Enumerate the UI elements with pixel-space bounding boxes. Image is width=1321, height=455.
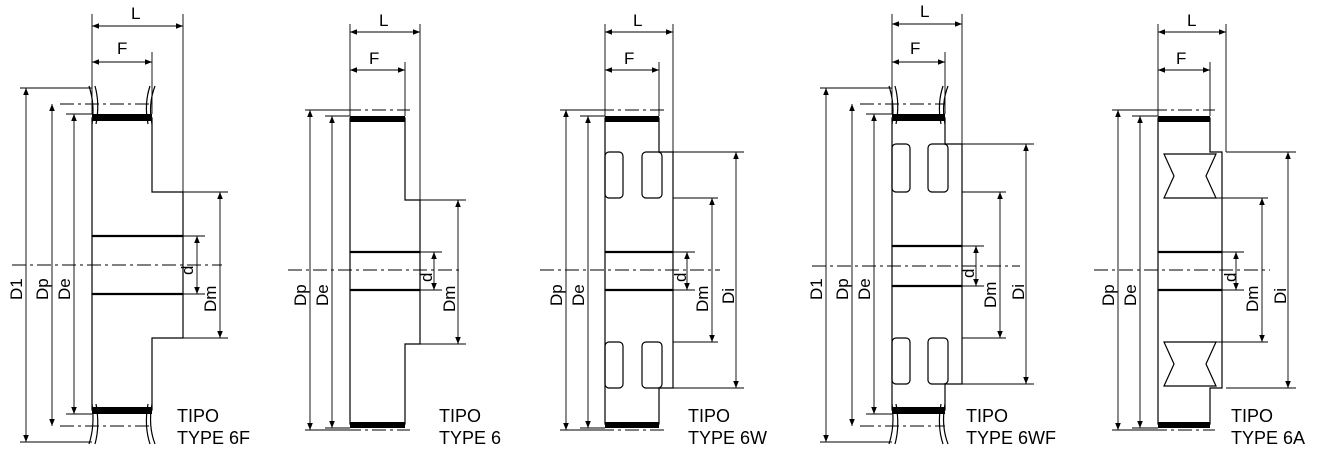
label-di-6a: Di [1271, 288, 1290, 304]
tipo-label-6a: TIPO [1231, 406, 1273, 426]
label-f-6a: F [1176, 49, 1186, 68]
label-de-6w: De [569, 284, 588, 306]
flange-bottom-left-6wf [888, 403, 894, 445]
pulley-section-6wf [891, 117, 963, 411]
label-d-6: d [417, 273, 436, 282]
web-recess-bottom-right-6wf [927, 337, 949, 385]
teeth-bottom-6w [605, 422, 659, 428]
label-de-6: De [313, 284, 332, 306]
label-dm-6: Dm [440, 286, 459, 312]
label-dm-6a: Dm [1243, 286, 1262, 312]
teeth-top-6f [92, 114, 152, 121]
type-label-6f: TYPE 6F [177, 428, 250, 448]
pulley-type-6w: L F Dp De d Dm Di TIPO TYPE 6W [540, 11, 767, 448]
type-label-6a: TYPE 6A [1231, 428, 1305, 448]
label-l-6: L [379, 11, 388, 30]
label-dp-6w: Dp [547, 284, 566, 306]
tipo-label-6w: TIPO [688, 406, 730, 426]
label-l-6wf: L [920, 2, 929, 21]
teeth-bottom-6f [92, 407, 152, 414]
web-recess-top-left-6wf [891, 143, 911, 193]
web-recess-top-right-6wf [927, 143, 949, 193]
pulley-bore-6wf [891, 245, 963, 287]
label-l-6f: L [131, 4, 140, 23]
web-recess-top-left-6w [604, 151, 624, 199]
flange-bottom-left-6f [88, 403, 94, 445]
label-f-6: F [369, 49, 379, 68]
label-dp-6f: Dp [33, 278, 52, 300]
flange-bottom-right-6wf [942, 403, 949, 445]
label-dm-6wf: Dm [981, 282, 1000, 308]
label-dp-6a: Dp [1099, 284, 1118, 306]
pulley-type-6wf: L F D1 Dp De d Dm Di TIPO TYPE 6WF [807, 2, 1056, 448]
flange-bottom-right-6f [149, 403, 156, 445]
label-d1-6wf: D1 [807, 278, 826, 300]
pulley-type-6a: L F Dp De d Dm Di TIPO TYPE 6A [1094, 11, 1305, 448]
label-de-6a: De [1121, 284, 1140, 306]
web-recess-bottom-right-6w [641, 341, 663, 389]
label-d1-6f: D1 [7, 278, 26, 300]
teeth-top-6w [605, 116, 659, 122]
label-dm-6w: Dm [693, 286, 712, 312]
web-recess-top-right-6w [641, 151, 663, 199]
label-di-6wf: Di [1009, 284, 1028, 300]
type-label-6wf: TYPE 6WF [966, 428, 1056, 448]
pulley-section-6w [604, 117, 674, 425]
label-l-6w: L [633, 11, 642, 30]
teeth-bottom-6a [1158, 422, 1210, 428]
teeth-bottom-6wf [892, 407, 945, 414]
pulley-section-6 [349, 117, 421, 425]
pulley-bore-6w [604, 251, 674, 291]
pulley-section-6f [91, 117, 184, 411]
label-dm-6f: Dm [201, 286, 220, 312]
tipo-label-6: TIPO [439, 406, 481, 426]
pulley-bore-6a [1157, 251, 1223, 291]
teeth-bottom-6 [350, 422, 405, 428]
web-recess-bottom-left-6wf [891, 337, 911, 385]
flange-top-right-6wf [942, 85, 949, 125]
teeth-top-6a [1158, 116, 1210, 122]
label-di-6w: Di [719, 288, 738, 304]
pulley-bore-6 [349, 251, 421, 291]
tipo-label-6f: TIPO [177, 406, 219, 426]
label-dp-6wf: Dp [833, 278, 852, 300]
flange-top-right-6f [149, 85, 156, 125]
label-d-6f: d [178, 266, 197, 275]
label-f-6wf: F [910, 39, 920, 58]
pulley-type-6: L F Dp De d Dm TIPO TYPE 6 [288, 11, 501, 448]
label-f-6w: F [624, 49, 634, 68]
label-de-6wf: De [855, 278, 874, 300]
label-de-6f: De [55, 278, 74, 300]
teeth-top-6 [350, 116, 405, 122]
label-f-6f: F [117, 39, 127, 58]
tipo-label-6wf: TIPO [966, 406, 1008, 426]
web-recess-bottom-6a [1163, 341, 1217, 387]
label-d-6wf: d [959, 269, 978, 278]
type-label-6: TYPE 6 [439, 428, 501, 448]
type-label-6w: TYPE 6W [688, 428, 767, 448]
label-d-6w: d [671, 273, 690, 282]
label-dp-6: Dp [291, 284, 310, 306]
label-l-6a: L [1187, 11, 1196, 30]
web-recess-bottom-left-6w [604, 341, 624, 389]
pulley-type-6f: L F D1 Dp De d Dm TIPO TYPE 6F [7, 4, 250, 448]
label-d-6a: d [1221, 273, 1240, 282]
web-recess-top-6a [1163, 153, 1217, 199]
teeth-top-6wf [892, 114, 945, 121]
